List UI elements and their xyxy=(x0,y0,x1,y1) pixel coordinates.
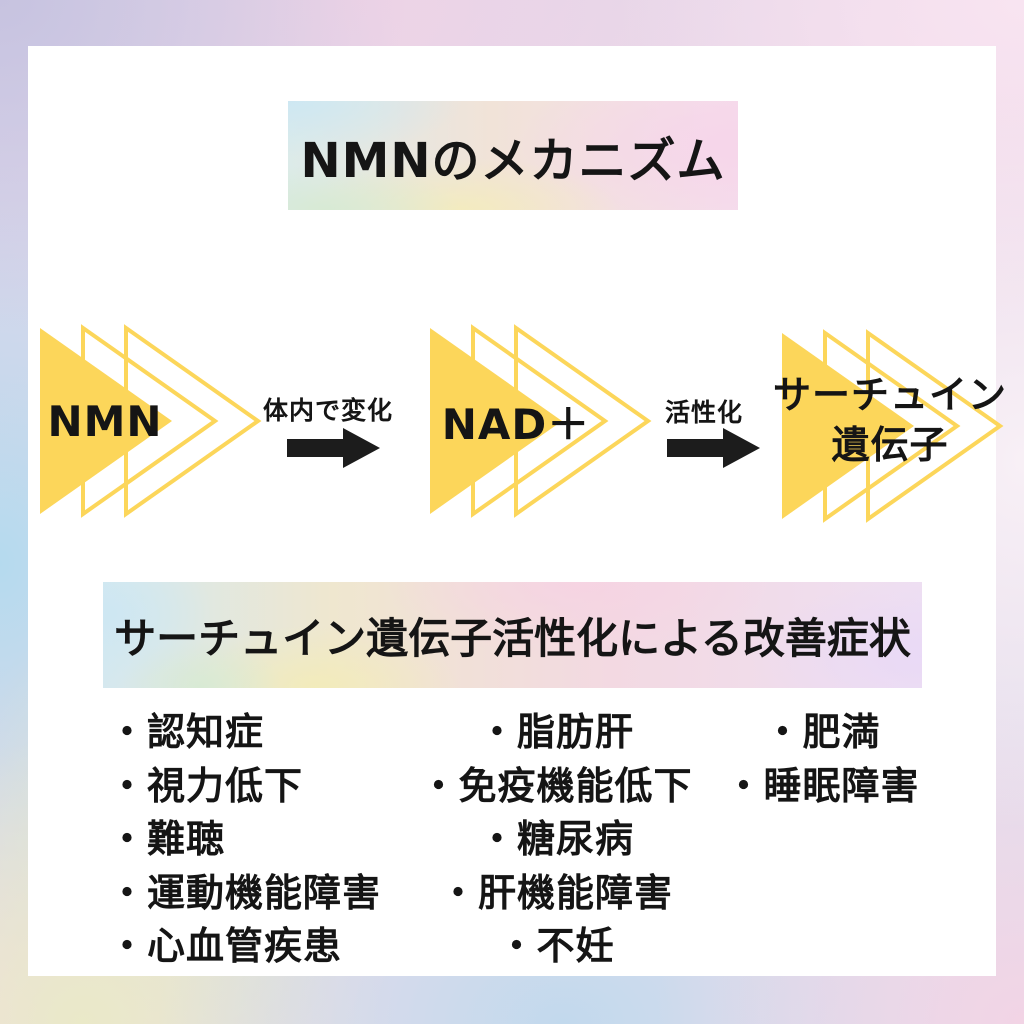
symptom-item: ・糖尿病 xyxy=(477,817,634,861)
symptom-item: ・肥満 xyxy=(763,710,881,754)
symptom-item: ・難聴 xyxy=(108,817,226,861)
symptoms-banner: サーチュイン遺伝子活性化による改善症状 xyxy=(103,582,922,688)
nad-label: NAD＋ xyxy=(441,399,591,449)
arrow-right-icon xyxy=(667,428,760,468)
symptom-item: ・運動機能障害 xyxy=(108,870,382,915)
symptoms-title: サーチュイン遺伝子活性化による改善症状 xyxy=(114,613,911,663)
nmn-label: NMN xyxy=(47,396,163,446)
symptoms-column-2: ・脂肪肝 ・免疫機能低下 ・糖尿病 ・肝機能障害 ・不妊 xyxy=(406,706,706,974)
sirtuin-label-line2: 遺伝子 xyxy=(831,423,949,467)
symptom-item: ・認知症 xyxy=(108,710,265,754)
flow-node-nmn: NMN xyxy=(38,324,270,518)
arrow2-label: 活性化 xyxy=(664,398,743,427)
symptom-item: ・不妊 xyxy=(497,924,615,968)
symptom-item: ・睡眠障害 xyxy=(724,763,920,808)
symptom-item: ・心血管疾患 xyxy=(108,924,343,968)
symptoms-column-3: ・肥満 ・睡眠障害 xyxy=(697,706,947,813)
symptom-item: ・免疫機能低下 xyxy=(419,763,693,808)
triple-triangle-icon xyxy=(430,324,652,518)
page-title: NMNのメカニズム xyxy=(300,132,726,189)
symptom-item: ・肝機能障害 xyxy=(438,870,673,915)
triple-triangle-icon xyxy=(40,324,262,518)
sirtuin-label-line1: サーチュイン xyxy=(772,373,1007,417)
content-canvas: NMNのメカニズム NMN 体内で変化 NAD＋ 活性化 xyxy=(28,46,1006,976)
symptom-item: ・脂肪肝 xyxy=(477,710,634,754)
title-banner: NMNのメカニズム xyxy=(288,101,738,210)
flow-node-sirtuin: サーチュイン 遺伝子 xyxy=(773,329,1012,523)
symptom-item: ・視力低下 xyxy=(108,763,304,808)
sirtuin-label: サーチュイン 遺伝子 xyxy=(764,370,1016,470)
flow-node-nad: NAD＋ xyxy=(428,324,660,518)
symptoms-column-1: ・認知症 ・視力低下 ・難聴 ・運動機能障害 ・心血管疾患 xyxy=(108,706,381,974)
arrow-right-icon xyxy=(287,428,380,468)
triple-triangle-icon xyxy=(782,329,1004,523)
arrow1-label: 体内で変化 xyxy=(262,396,393,425)
